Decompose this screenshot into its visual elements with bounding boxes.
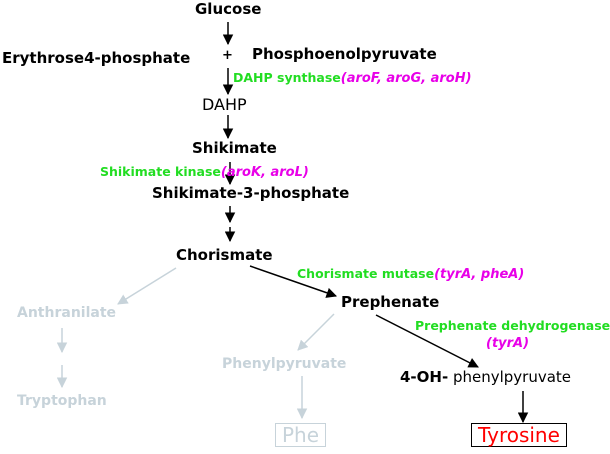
arrow-chorismate-prephenate — [249, 265, 337, 298]
node-chorismate: Chorismate — [176, 246, 273, 264]
plus-sign: + — [222, 48, 233, 63]
gene-list: (aroK, aroL) — [220, 165, 309, 180]
gene-list-prephenate-dehydrogenase: (tyrA) — [486, 336, 530, 351]
arrow-prephenate-phenylpyruvate — [297, 313, 335, 351]
node-shikimate-3-phosphate: Shikimate-3-phosphate — [152, 184, 350, 202]
gene-list: (tyrA, pheA) — [434, 267, 525, 282]
node-glucose: Glucose — [195, 0, 262, 18]
node-dahp: DAHP — [202, 95, 247, 114]
node-phosphoenolpyruvate: Phosphoenolpyruvate — [252, 45, 437, 63]
node-tryptophan: Tryptophan — [17, 393, 107, 409]
node-phenylpyruvate: Phenylpyruvate — [222, 356, 347, 372]
arrow-chorismate-anthranilate — [117, 267, 177, 305]
node-phe: Phe — [275, 423, 327, 447]
enzyme-name: Shikimate kinase — [100, 164, 221, 179]
enzyme-chorismate-mutase: Chorismate mutase(tyrA, pheA) — [297, 266, 525, 282]
gene-list: (aroF, aroG, aroH) — [340, 71, 472, 86]
oh-rest: phenylpyruvate — [448, 368, 572, 386]
node-anthranilate: Anthranilate — [17, 305, 117, 321]
node-4-oh-phenylpyruvate: 4-OH- phenylpyruvate — [400, 370, 571, 385]
enzyme-name: Chorismate mutase — [297, 266, 435, 281]
enzyme-shikimate-kinase: Shikimate kinase(aroK, aroL) — [100, 164, 309, 180]
node-shikimate: Shikimate — [192, 139, 277, 157]
node-prephenate: Prephenate — [341, 293, 440, 311]
enzyme-dahp-synthase: DAHP synthase(aroF, aroG, aroH) — [233, 70, 472, 86]
arrow-prephenate-ohpp — [375, 314, 479, 368]
enzyme-name: DAHP synthase — [233, 70, 341, 85]
enzyme-prephenate-dehydrogenase: Prephenate dehydrogenase — [415, 318, 610, 333]
oh-prefix: 4-OH- — [400, 368, 449, 386]
node-erythrose-4-phosphate: Erythrose4-phosphate — [2, 49, 191, 67]
node-tyrosine: Tyrosine — [471, 423, 567, 447]
